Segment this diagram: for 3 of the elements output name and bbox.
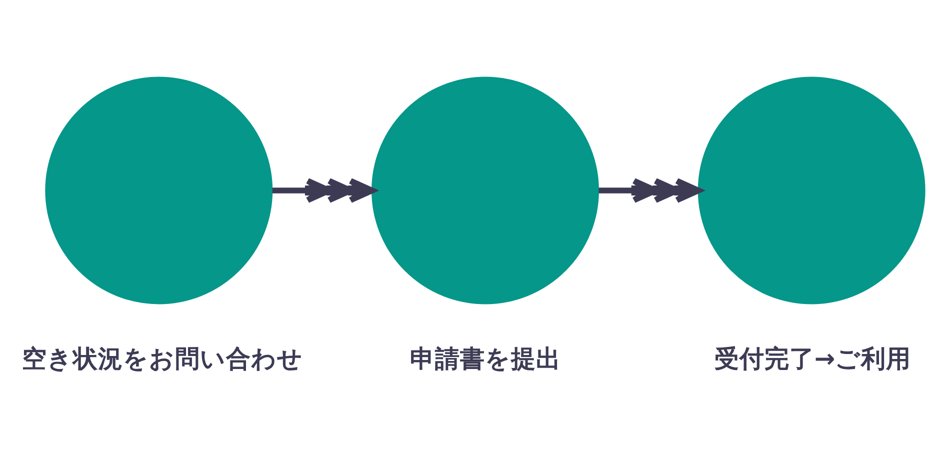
node-label: 空き状況をお問い合わせ bbox=[22, 344, 304, 373]
node-label: 申請書を提出 bbox=[410, 344, 562, 373]
node-label: 受付完了→ご利用 bbox=[714, 344, 912, 373]
